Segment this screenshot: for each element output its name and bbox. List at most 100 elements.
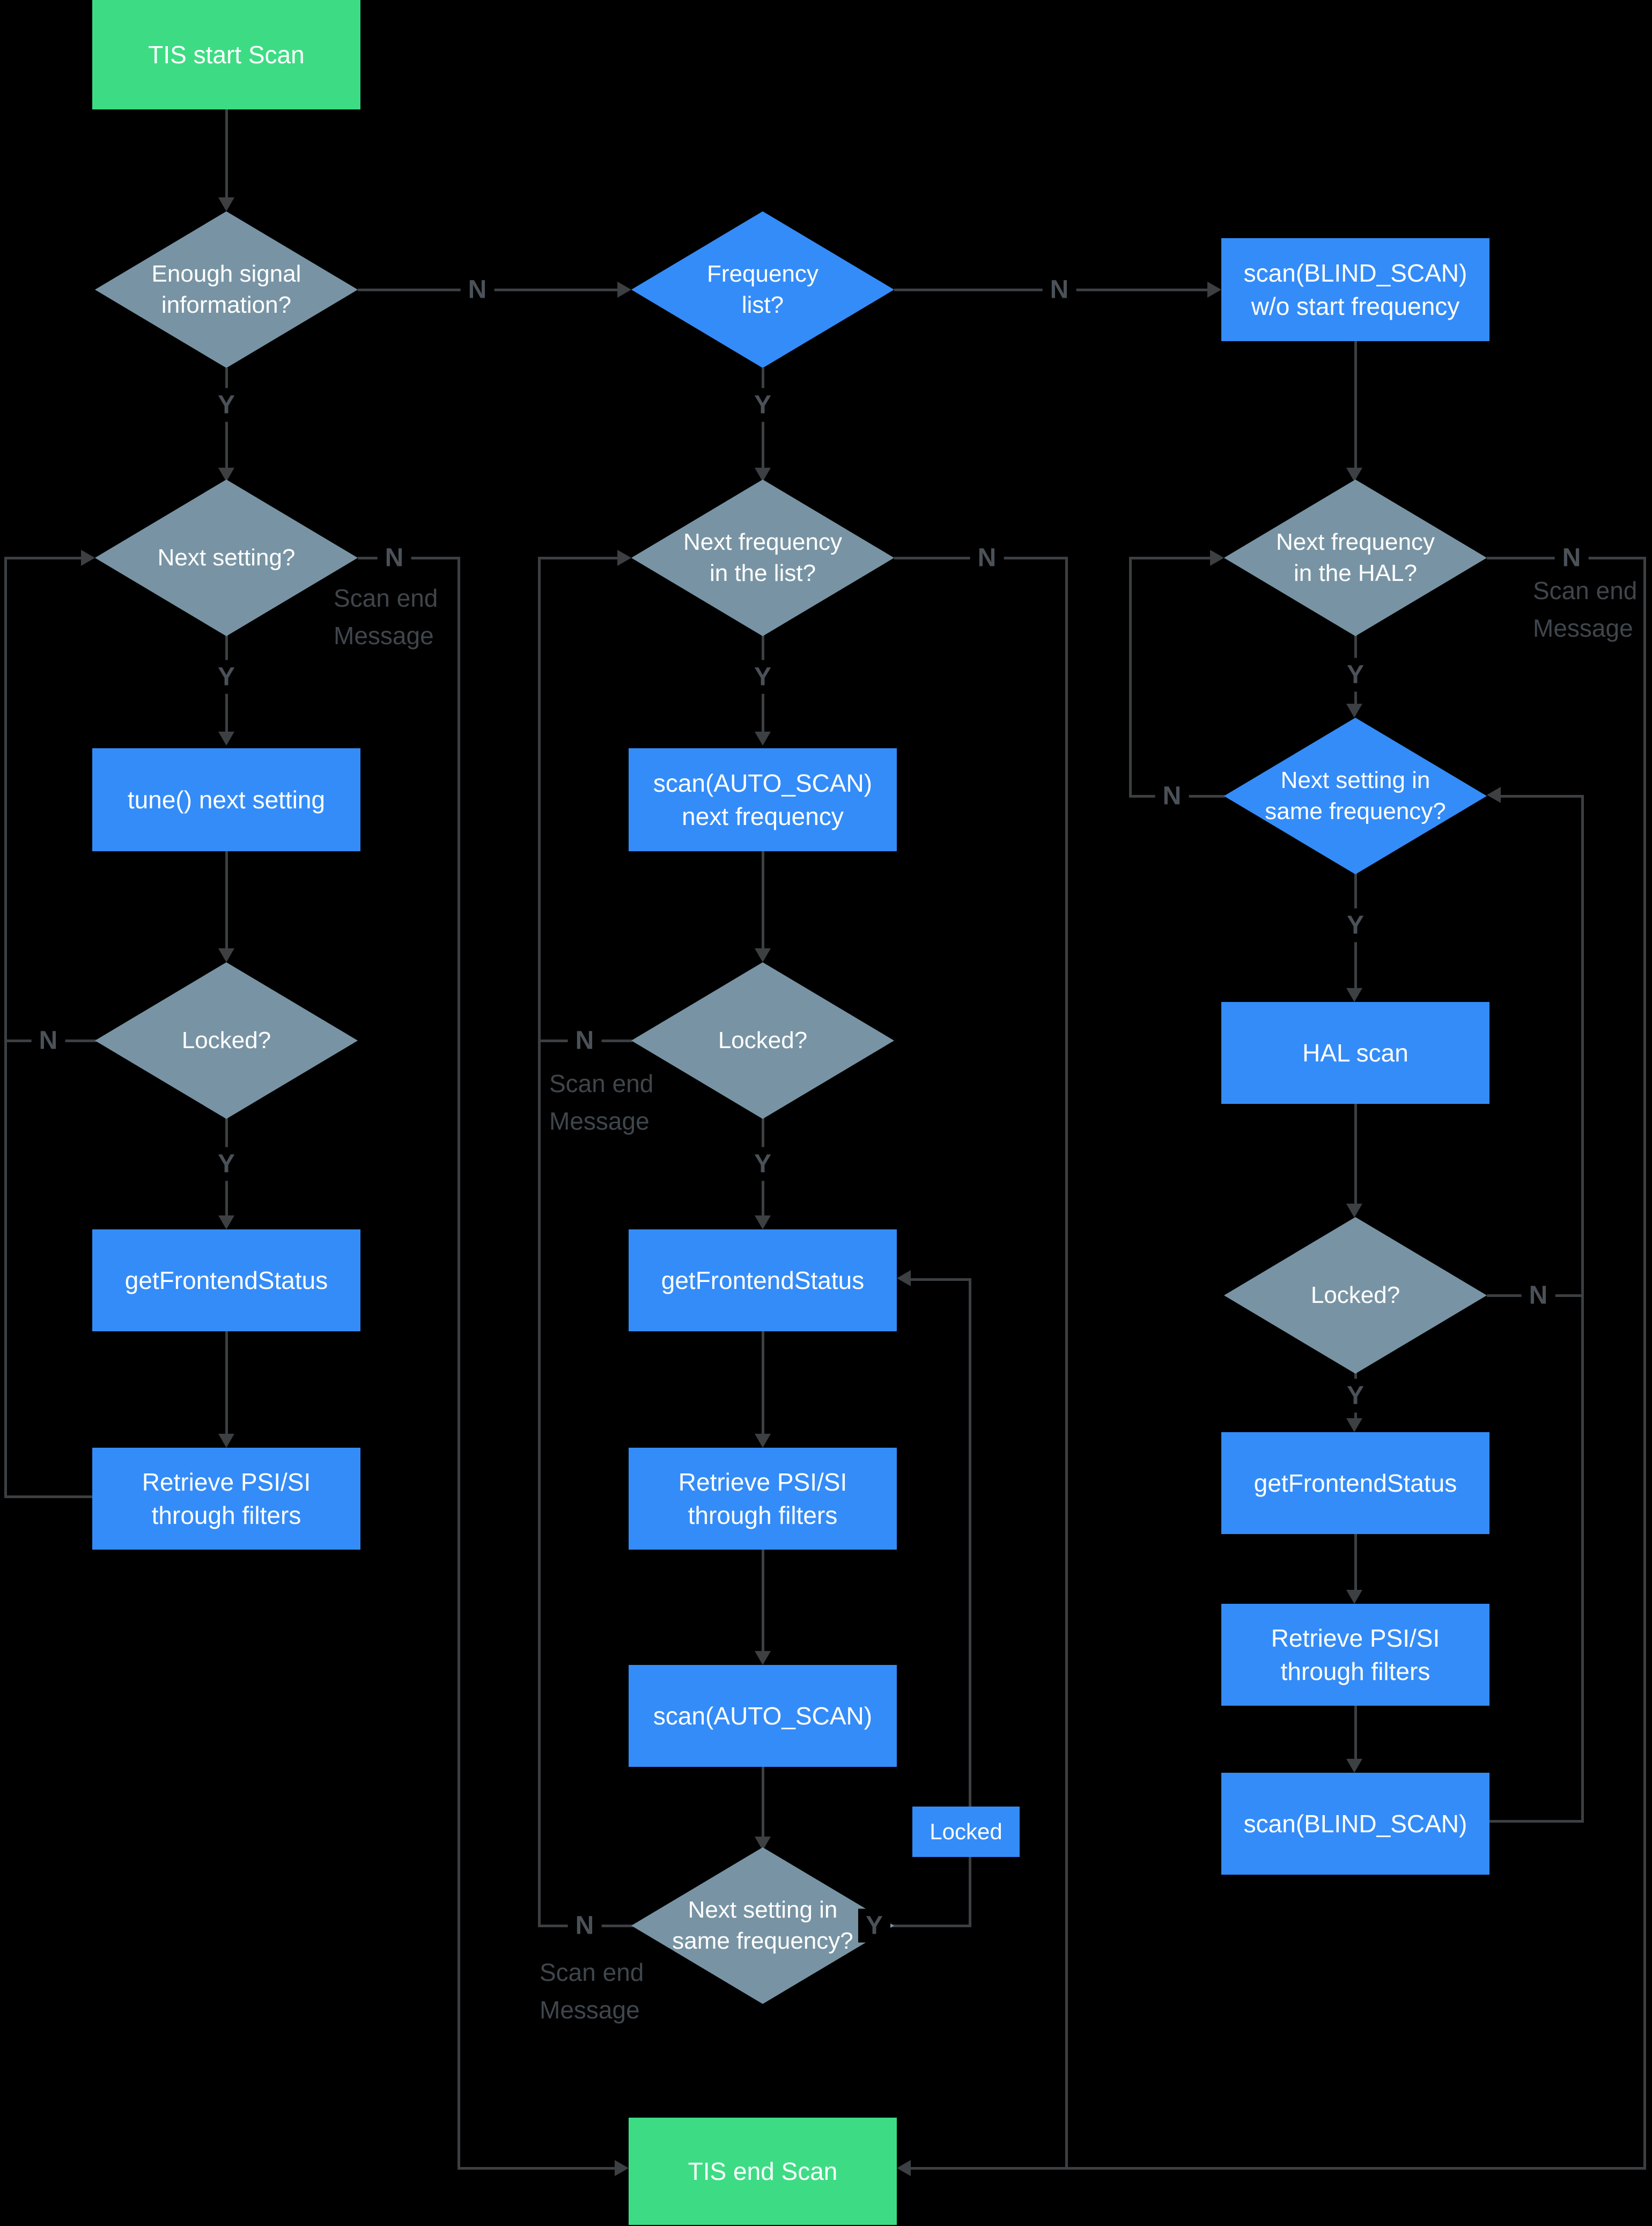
flow-line [225,851,228,948]
edge-label-yes: Y [1339,658,1372,692]
arrowhead-down [1346,704,1362,718]
decision-next-frequency-in-hal: Next frequency in the HAL? [1224,480,1487,636]
decision-locked-1: Locked? [95,962,358,1119]
flow-line-scan-end [1643,557,1646,2170]
arrowhead-down [1346,1204,1362,1218]
flow-line [1354,1104,1357,1204]
edge-label-yes: Y [1339,1379,1372,1413]
node-tune-next-setting: tune() next setting [92,748,360,851]
flow-line [225,1331,228,1434]
arrowhead-down [755,1434,771,1448]
edge-label-no: N [1042,272,1076,307]
flow-line [762,1331,764,1434]
flow-line [762,1550,764,1651]
flow-line-scan-end [458,557,460,2170]
node-get-frontend-status-1: getFrontendStatus [92,1229,360,1331]
node-hal-scan: HAL scan [1221,1002,1489,1104]
flow-line [539,557,617,559]
edge-label-no: N [567,1908,602,1943]
edge-label-yes: Y [746,660,779,694]
arrowhead-down [218,197,234,211]
arrowhead-right [617,550,631,566]
arrowhead-down [218,468,234,482]
scan-end-message: Scan end Message [1533,577,1638,642]
arrowhead-left [1487,787,1501,803]
arrowhead-down [755,1215,771,1229]
node-scan-blind-scan-2: scan(BLIND_SCAN) [1221,1773,1489,1875]
node-tis-end-scan: TIS end Scan [629,2118,897,2225]
flow-line [458,2167,615,2170]
edge-label-yes: Y [1339,908,1372,942]
edge-label-no: N [970,541,1004,575]
flow-line [5,1495,94,1498]
node-scan-auto-scan-2: scan(AUTO_SCAN) [629,1665,897,1767]
edge-label-no: N [460,272,495,307]
decision-enough-signal: Enough signal information? [95,211,358,368]
edge-label-yes: Y [210,1147,243,1181]
edge-label-yes: Y [210,660,243,694]
flow-line-locked-loop [969,1278,971,1927]
flow-line [225,109,228,197]
arrowhead-down [755,948,771,962]
decision-next-setting-same-frequency-2: Next setting in same frequency? [631,1847,894,2004]
node-blind-scan-wo-start-frequency: scan(BLIND_SCAN) w/o start frequency [1221,238,1489,341]
arrowhead-down [218,948,234,962]
arrowhead-right [81,550,95,566]
arrowhead-down [218,732,234,746]
flow-line-scan-end [1065,557,1068,2170]
node-scan-auto-scan-next-frequency: scan(AUTO_SCAN) next frequency [629,748,897,851]
edge-label-no: N [1554,541,1589,575]
decision-locked-3: Locked? [1224,1217,1487,1374]
edge-label-no: N [1155,779,1189,813]
arrowhead-down [1346,1418,1362,1432]
arrowhead-down [218,1434,234,1448]
flow-line [539,1925,686,1927]
arrowhead-right [615,2160,629,2176]
flow-line [840,1925,970,1927]
decision-locked-2: Locked? [631,962,894,1119]
flow-line [1129,557,1210,559]
flow-line [5,557,81,559]
edge-label-yes: Y [746,1147,779,1181]
arrowhead-down [755,468,771,482]
edge-label-yes: Y [210,388,243,422]
edge-label-no: N [567,1023,602,1058]
flow-line [911,1278,970,1281]
arrowhead-down [1346,468,1362,482]
arrowhead-right [617,282,631,298]
flow-line-loop [1581,795,1584,1823]
node-retrieve-psi-si-2: Retrieve PSI/SI through filters [629,1448,897,1550]
scan-end-message: Scan end Message [549,1070,654,1135]
flow-line [762,851,764,948]
scan-end-message: Scan end Message [334,584,438,650]
arrowhead-right [1210,550,1224,566]
flow-line [1501,795,1582,798]
node-retrieve-psi-si-1: Retrieve PSI/SI through filters [92,1448,360,1550]
flow-line [1354,1534,1357,1590]
arrowhead-right [1207,282,1221,298]
decision-frequency-list: Frequency list? [631,211,894,368]
decision-next-setting-same-frequency-hal: Next setting in same frequency? [1224,718,1487,874]
flow-line [911,2167,1644,2170]
scan-end-message: Scan end Message [540,1958,644,2024]
edge-label-yes: Y [858,1908,891,1943]
arrowhead-down [1346,988,1362,1002]
flow-line [1354,1706,1357,1759]
edge-label-no: N [31,1023,65,1058]
edge-label-no: N [377,541,411,575]
arrowhead-down [1346,1590,1362,1604]
flow-line [1489,1820,1582,1823]
flow-line [1354,341,1357,468]
node-retrieve-psi-si-3: Retrieve PSI/SI through filters [1221,1604,1489,1706]
node-get-frontend-status-2: getFrontendStatus [629,1229,897,1331]
arrowhead-left [897,1270,911,1286]
decision-next-frequency-in-list: Next frequency in the list? [631,480,894,636]
flow-line-loop [538,557,541,1927]
arrowhead-down [218,1215,234,1229]
edge-label-no: N [1521,1278,1555,1313]
flow-line-loop [4,557,7,1498]
arrowhead-left [897,2160,911,2176]
node-get-frontend-status-3: getFrontendStatus [1221,1432,1489,1534]
flow-line-loop [1129,557,1132,798]
